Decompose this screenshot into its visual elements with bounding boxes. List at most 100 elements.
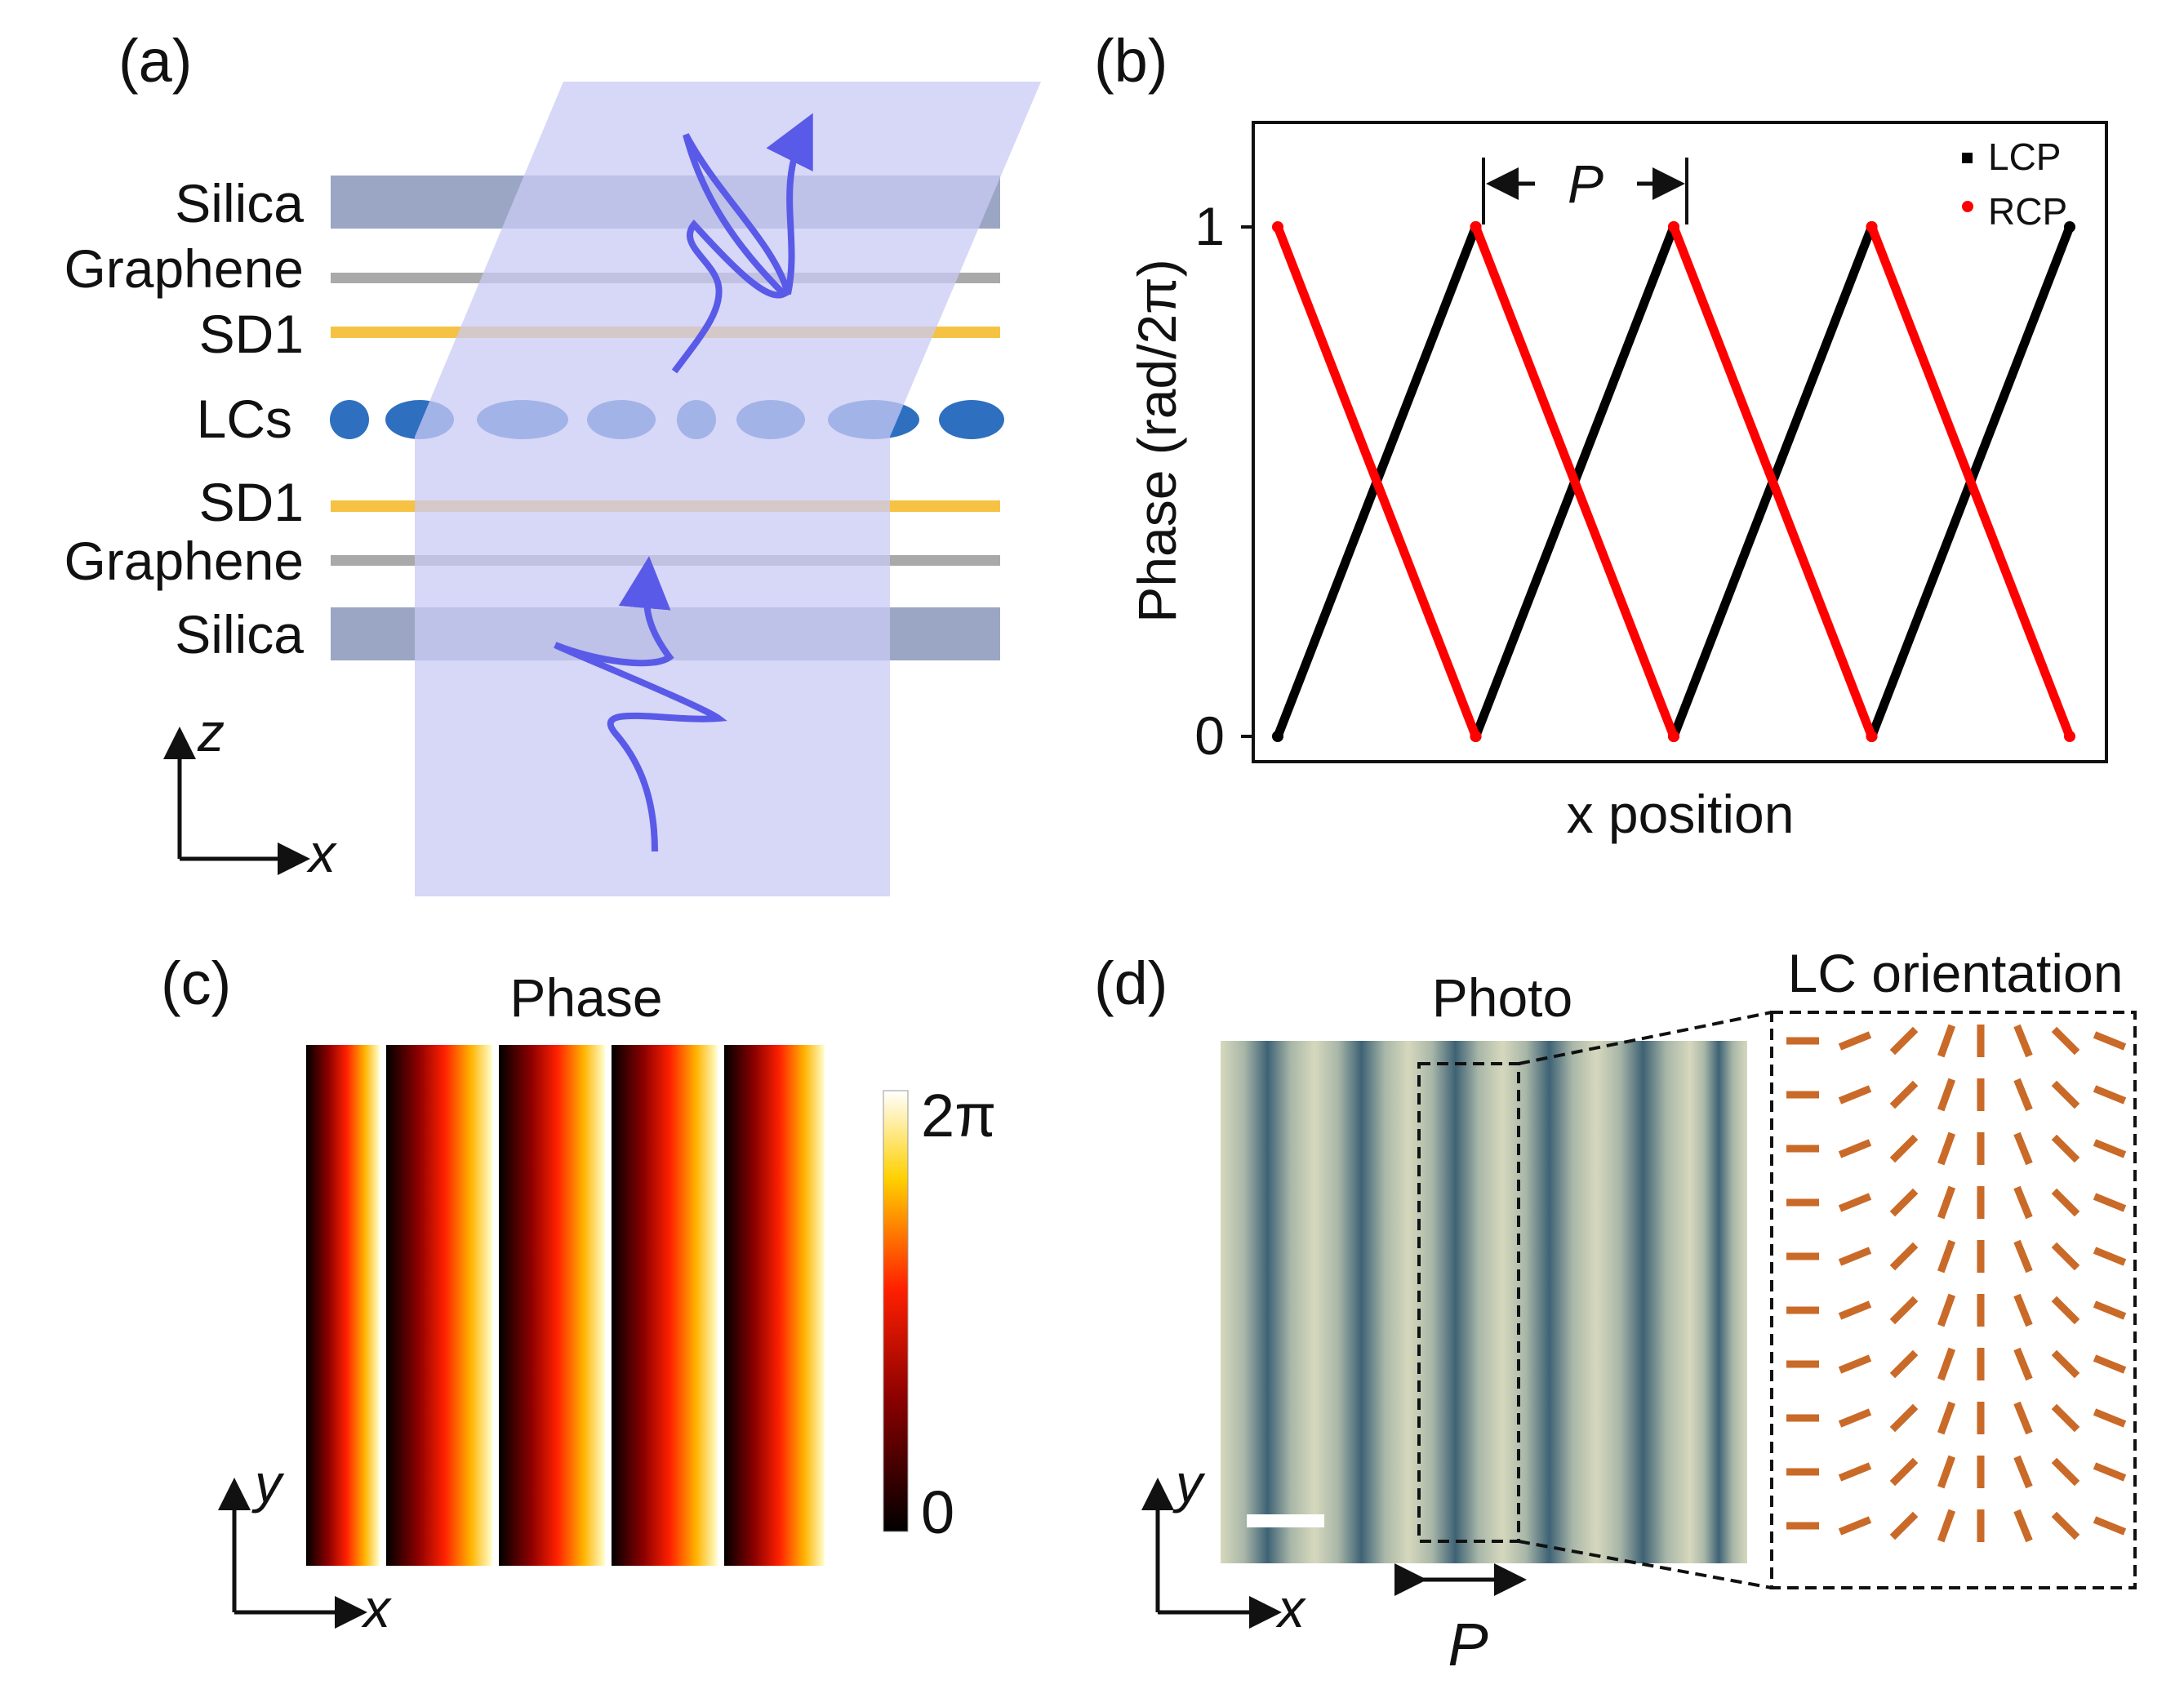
- lc-molecule-stick: [1937, 1293, 1956, 1327]
- data-point-rcp: [1470, 731, 1482, 742]
- data-point-rcp: [1272, 221, 1283, 233]
- legend-label-rcp: RCP: [1988, 190, 2067, 233]
- lc-molecule-stick: [1889, 1296, 1919, 1325]
- lc-orientation-grid: [1786, 1024, 2127, 1543]
- lc-molecule-stick: [1838, 1193, 1872, 1212]
- lc-molecule-stick: [1838, 1462, 1872, 1482]
- legend-marker-rcp: [1962, 201, 1973, 212]
- panel-b: (b) 1 0 Phase (rad/2π) x position P LCP …: [1094, 27, 2108, 844]
- lc-molecule-stick: [1838, 1408, 1872, 1428]
- lc-molecule-stick: [1838, 1085, 1872, 1105]
- phase-band-gap: [380, 1045, 386, 1566]
- lc-molecule-stick: [2013, 1078, 2033, 1112]
- inset-title: LC orientation: [1788, 943, 2124, 1003]
- lc-molecule-stick: [2051, 1296, 2080, 1325]
- lc-molecule-stick: [2093, 1462, 2127, 1482]
- phase-band-gap: [605, 1045, 612, 1566]
- lc-molecule-stick: [2051, 1349, 2080, 1379]
- y-tick-label-0: 0: [1194, 705, 1225, 766]
- series-line-lcp: [1273, 222, 2075, 741]
- lc-molecule-stick: [2093, 1193, 2127, 1212]
- lc-molecule-stick: [1937, 1239, 1956, 1274]
- axis-z-label: z: [197, 702, 225, 762]
- series-line-rcp: [1273, 222, 2075, 741]
- lc-molecule-stick: [2013, 1347, 2033, 1381]
- panel-d: (d) Photo LC orientation P y x: [1094, 943, 2137, 1678]
- incident-beam: [415, 437, 890, 896]
- lc-molecule-stick: [1937, 1509, 1956, 1543]
- lc-molecule-stick: [2013, 1401, 2033, 1435]
- data-point-rcp: [2064, 731, 2075, 742]
- lc-molecule-stick: [1889, 1026, 1919, 1056]
- lc-molecule-stick: [1937, 1185, 1956, 1220]
- lc-molecule-stick: [2093, 1516, 2127, 1536]
- micrograph-photo: [1221, 1041, 1747, 1563]
- panel-d-label: (d): [1094, 949, 1168, 1017]
- lc-molecule-stick: [2093, 1085, 2127, 1105]
- lc-molecule-stick: [2051, 1457, 2080, 1487]
- series-layer: [1272, 221, 2075, 742]
- lc-molecule-stick: [1889, 1457, 1919, 1487]
- data-point-rcp: [1866, 731, 1878, 742]
- colorbar-min-label: 0: [921, 1478, 954, 1546]
- lc-molecule-stick: [1937, 1401, 1956, 1435]
- phase-band: [499, 1045, 605, 1566]
- axis-x-label: x: [361, 1578, 392, 1638]
- lc-molecule-stick: [2093, 1300, 2127, 1320]
- lc-molecule-stick: [1838, 1516, 1872, 1536]
- lc-molecule-stick: [2013, 1293, 2033, 1327]
- phase-band-gap: [718, 1045, 724, 1566]
- zoom-line-top: [1518, 1011, 1773, 1065]
- lc-molecule-stick: [1889, 1188, 1919, 1217]
- lc-molecule-stick: [1937, 1347, 1956, 1381]
- axes-yx-icon: y x: [218, 1453, 392, 1638]
- period-label-d: P: [1448, 1611, 1488, 1678]
- phase-band-gap: [492, 1045, 499, 1566]
- lc-molecule-stick: [1838, 1247, 1872, 1266]
- legend: LCP RCP: [1962, 136, 2067, 233]
- lc-molecule-stick: [2093, 1139, 2127, 1158]
- lc-molecule-stick: [2051, 1026, 2080, 1056]
- layer-label-graphene-top: Graphene: [64, 238, 304, 299]
- phase-map: [306, 1045, 825, 1566]
- data-point-rcp: [1866, 221, 1878, 233]
- layer-label-sd1-bottom: SD1: [199, 472, 304, 532]
- phase-band: [612, 1045, 718, 1566]
- lc-molecule-stick: [2093, 1354, 2127, 1374]
- lc-molecule-stick: [1937, 1131, 1956, 1166]
- y-axis-label: Phase (rad/2π): [1127, 259, 1187, 622]
- layer-label-silica-top: Silica: [175, 173, 304, 233]
- photo-title: Photo: [1432, 967, 1572, 1028]
- lc-molecule-stick: [1889, 1242, 1919, 1271]
- lc-molecule-stick: [1838, 1031, 1872, 1051]
- lc-molecule-stick: [1937, 1455, 1956, 1489]
- layer-label-graphene-bottom: Graphene: [64, 531, 304, 591]
- lc-molecule-stick: [2013, 1509, 2033, 1543]
- lc-molecule-stick: [1889, 1080, 1919, 1109]
- period-annotation: P: [1482, 153, 1688, 224]
- lc-molecule-stick: [2051, 1134, 2080, 1163]
- y-tick-label-1: 1: [1194, 196, 1225, 256]
- legend-label-lcp: LCP: [1988, 136, 2061, 178]
- x-axis-label: x position: [1567, 784, 1795, 844]
- lc-molecule-stick: [1838, 1139, 1872, 1158]
- zoom-line-bottom: [1518, 1540, 1773, 1589]
- axes-yx-icon: y x: [1141, 1453, 1306, 1638]
- axes-zx-icon: z x: [163, 702, 337, 883]
- phase-map-title: Phase: [509, 967, 662, 1028]
- lc-molecule-stick: [2051, 1403, 2080, 1433]
- layer-label-silica-bottom: Silica: [175, 604, 304, 665]
- axis-x-label: x: [306, 823, 337, 883]
- data-point-rcp: [1470, 221, 1482, 233]
- lc-molecule-stick: [2093, 1031, 2127, 1051]
- lc-molecule-stick: [1937, 1024, 1956, 1058]
- lc-molecule-stick: [1838, 1300, 1872, 1320]
- panel-a: (a) Silica Graphene SD1 LCs: [64, 27, 1041, 896]
- data-point-rcp: [1668, 221, 1679, 233]
- phase-band: [724, 1045, 825, 1566]
- axis-y-label: y: [1172, 1453, 1206, 1514]
- lc-molecule-stick: [2051, 1511, 2080, 1540]
- scale-bar: [1247, 1514, 1324, 1527]
- layer-label-sd1-top: SD1: [199, 304, 304, 364]
